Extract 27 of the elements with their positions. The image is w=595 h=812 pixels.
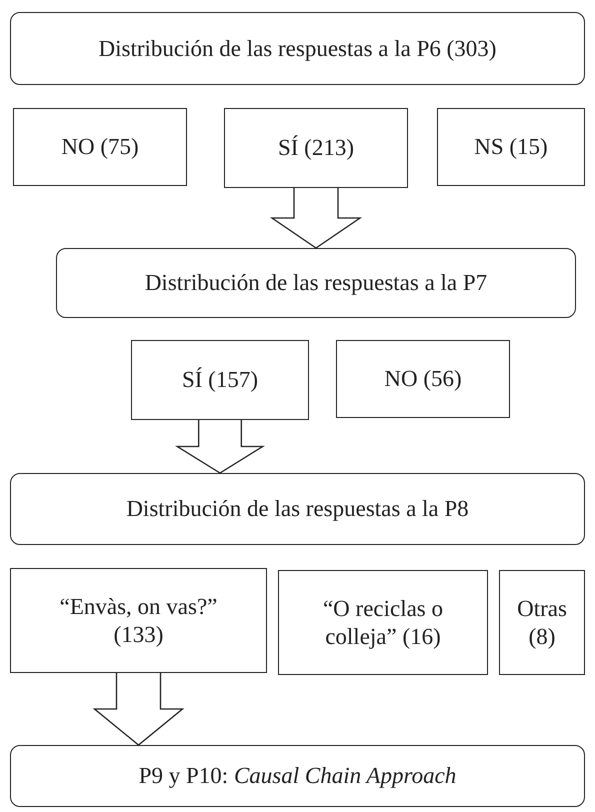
process-box <box>437 108 585 186</box>
process-box <box>224 108 408 188</box>
box-label: Distribución de las respuestas a la P8 <box>126 495 469 523</box>
process-box <box>499 570 585 675</box>
box-label: SÍ (157) <box>182 366 258 394</box>
process-box <box>131 340 309 420</box>
box-label: NO (75) <box>61 133 139 161</box>
box-label: Distribución de las respuestas a la P7 <box>144 269 488 297</box>
rounded-box <box>56 248 576 318</box>
process-box <box>10 568 267 673</box>
rounded-box <box>10 473 585 545</box>
process-box <box>13 108 187 186</box>
rounded-box <box>10 745 585 807</box>
block-arrow <box>175 419 265 474</box>
block-arrow <box>270 187 362 249</box>
process-box <box>278 570 488 675</box>
box-label: “O reciclas o colleja” (16) <box>322 594 444 650</box>
block-arrow <box>92 672 184 746</box>
rounded-box <box>10 12 585 85</box>
box-label: NS (15) <box>474 133 548 161</box>
box-label: NO (56) <box>384 365 462 393</box>
process-box <box>336 340 510 418</box>
box-label: “Envàs, on vas?” (133) <box>58 592 218 648</box>
box-label: SÍ (213) <box>278 134 354 162</box>
box-label: P9 y P10: Causal Chain Approach <box>138 762 456 790</box>
box-label: Distribución de las respuestas a la P6 (303) <box>98 34 496 62</box>
box-label: Otras (8) <box>516 594 568 650</box>
